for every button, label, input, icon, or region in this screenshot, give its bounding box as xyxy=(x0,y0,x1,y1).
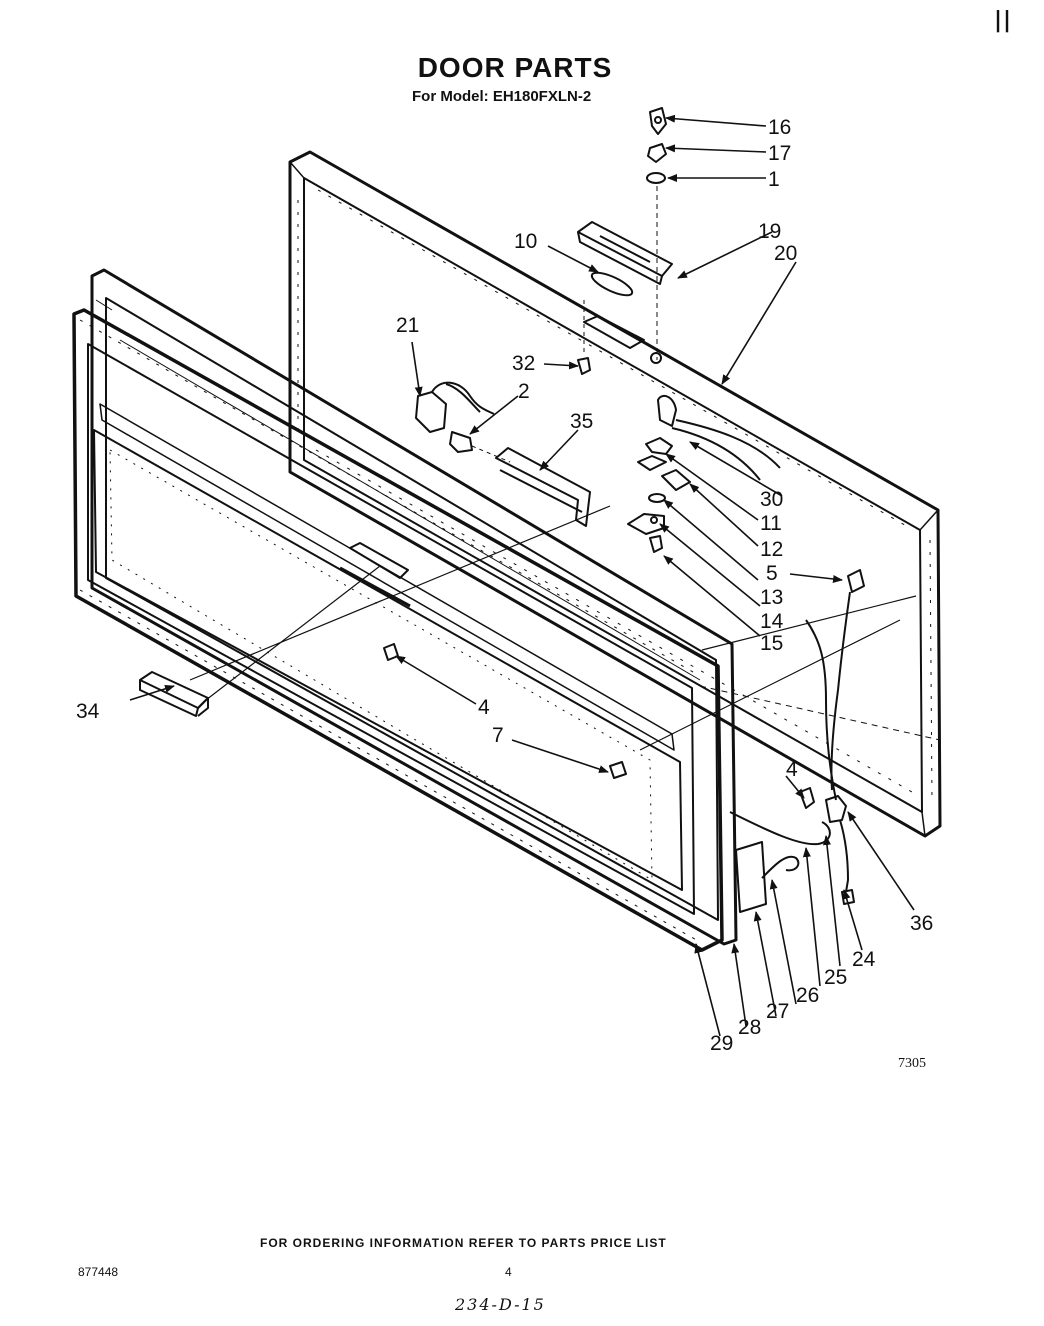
door-liner-panel xyxy=(288,150,942,838)
outer-door-panel xyxy=(72,308,724,952)
callout-28: 28 xyxy=(738,1016,761,1039)
callout-21: 21 xyxy=(396,314,419,337)
callout-34: 34 xyxy=(76,700,100,723)
callout-24: 24 xyxy=(852,948,876,971)
page-number: 4 xyxy=(505,1265,512,1279)
callout-4-front: 4 xyxy=(478,696,490,719)
callout-7: 7 xyxy=(492,724,504,747)
handle-leader-line xyxy=(205,565,381,701)
document-number: 877448 xyxy=(78,1265,119,1279)
wire-harness-part xyxy=(805,569,865,801)
callout-32: 32 xyxy=(512,352,535,375)
figure-code: 7305 xyxy=(898,1056,926,1071)
door-gasket xyxy=(90,268,738,946)
callout-12: 12 xyxy=(760,538,783,561)
callout-26: 26 xyxy=(796,984,819,1007)
switch-assembly-part xyxy=(415,381,591,527)
hinge-cover-part xyxy=(577,221,673,285)
callout-4-lower: 4 xyxy=(786,758,798,781)
callout-1: 1 xyxy=(768,168,780,191)
callout-29: 29 xyxy=(710,1032,733,1055)
callout-15: 15 xyxy=(760,632,783,655)
callout-14: 14 xyxy=(760,610,784,633)
callout-19: 19 xyxy=(758,220,781,243)
screw-4-part xyxy=(383,643,399,661)
bracket-leader-line xyxy=(189,505,611,681)
callout-labels: 16 17 1 10 19 20 21 32 2 35 30 11 12 5 1… xyxy=(76,116,933,1055)
callout-35: 35 xyxy=(570,410,593,433)
page-title: DOOR PARTS xyxy=(417,52,613,83)
hinge-gasket-part xyxy=(590,271,634,297)
callout-36: 36 xyxy=(910,912,933,935)
callout-5: 5 xyxy=(766,562,778,585)
callout-27: 27 xyxy=(766,1000,789,1023)
callout-2: 2 xyxy=(518,380,530,403)
callout-25: 25 xyxy=(824,966,847,989)
ordering-info: FOR ORDERING INFORMATION REFER TO PARTS … xyxy=(260,1236,667,1250)
screw-32 xyxy=(577,357,591,375)
liner-hinge-slot xyxy=(583,315,645,349)
callout-20: 20 xyxy=(774,242,797,265)
handle-slot xyxy=(339,542,411,608)
handwritten-note: 234-D-15 xyxy=(455,1295,546,1314)
callout-30: 30 xyxy=(760,488,783,511)
hinge-hole xyxy=(650,352,662,364)
lower-hinge-stack-part xyxy=(627,394,781,553)
screw-7-part xyxy=(609,761,627,779)
callout-11: 11 xyxy=(760,512,782,535)
callout-17: 17 xyxy=(768,142,791,165)
callout-leaders xyxy=(129,114,915,1037)
model-subtitle: For Model: EH180FXLN-2 xyxy=(412,88,592,105)
callout-16: 16 xyxy=(768,116,791,139)
callout-13: 13 xyxy=(760,586,783,609)
callout-10: 10 xyxy=(514,230,537,253)
page-mark: || xyxy=(994,8,1013,33)
top-hinge-pin-part xyxy=(646,107,667,184)
heater-cord-part xyxy=(729,787,855,913)
